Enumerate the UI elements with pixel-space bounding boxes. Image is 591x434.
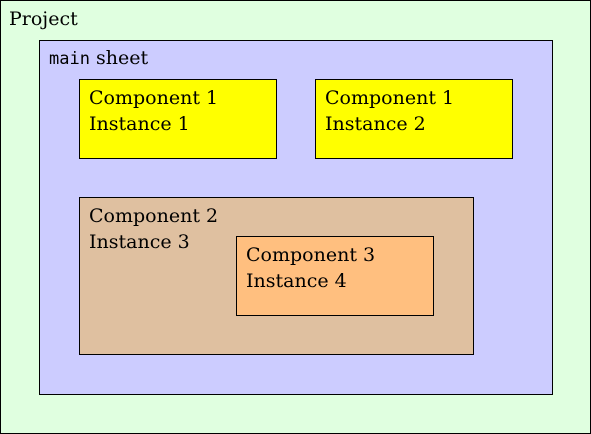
sheet-label: main sheet [49,45,148,72]
instance-3-component: Component 2 [89,205,219,227]
component-3-instance-4-box: Component 3 Instance 4 [236,236,434,316]
instance-3-label: Component 2 Instance 3 [89,203,218,255]
instance-3-name: Instance 3 [89,231,190,253]
instance-2-label: Component 1 Instance 2 [325,85,454,137]
sheet-name-code: main [49,49,90,69]
instance-1-component: Component 1 [89,87,219,109]
instance-2-component: Component 1 [325,87,455,109]
instance-4-label: Component 3 Instance 4 [246,242,375,294]
project-label: Project [9,8,78,30]
instance-2-name: Instance 2 [325,113,426,135]
sheet-name-text: sheet [96,47,149,69]
instance-1-label: Component 1 Instance 1 [89,85,218,137]
instance-4-component: Component 3 [246,244,376,266]
instance-1-name: Instance 1 [89,113,190,135]
component-1-instance-2-box: Component 1 Instance 2 [315,79,513,159]
component-1-instance-1-box: Component 1 Instance 1 [79,79,277,159]
instance-4-name: Instance 4 [246,270,347,292]
